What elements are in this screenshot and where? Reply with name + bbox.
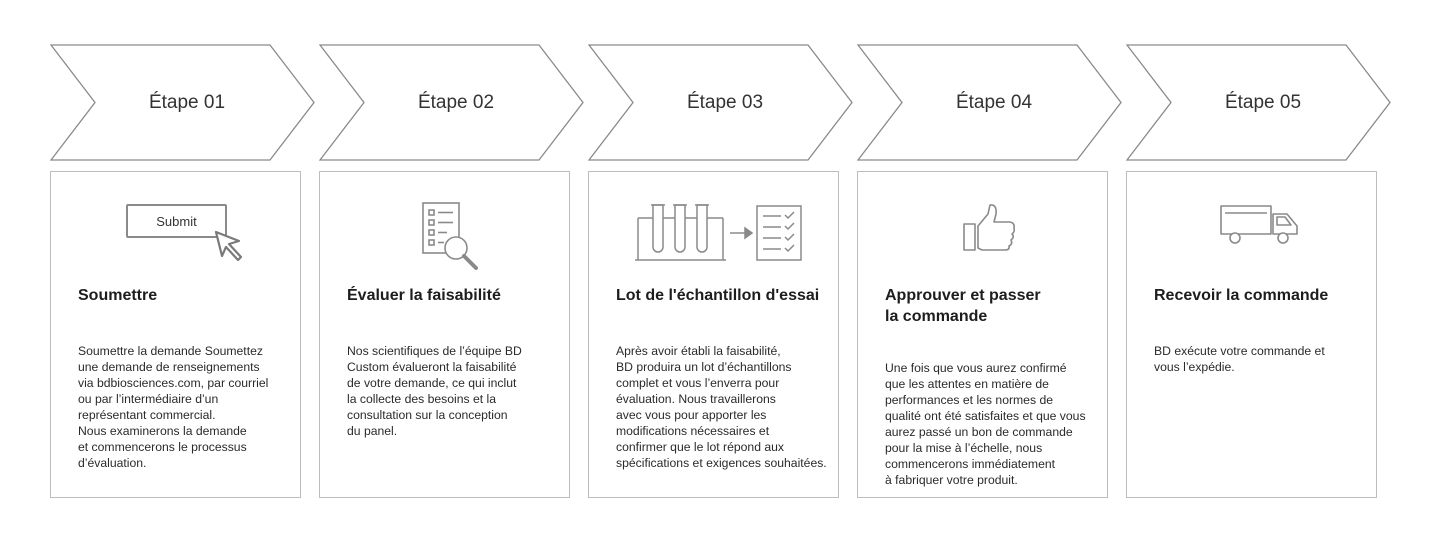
step-label: Étape 05 <box>1224 91 1302 113</box>
step-card-1: Submit Soumettre Soumettre la demande So… <box>50 171 301 498</box>
step-title: Évaluer la faisabilité <box>347 287 501 304</box>
step-label: Étape 04 <box>955 91 1033 113</box>
step-title: Soumettre <box>78 287 158 304</box>
submit-button-illustration: Submit <box>126 204 227 238</box>
step-description: Une fois que vous aurez confirmé que les… <box>885 361 1086 487</box>
step-description: BD exécute votre commande et vous l’expé… <box>1154 344 1325 374</box>
step-label: Étape 01 <box>148 91 226 113</box>
test-tubes-checklist-icon <box>589 172 838 272</box>
step-card-5: Recevoir la commande BD exécute votre co… <box>1126 171 1377 498</box>
step-chevron-2: Étape 02 <box>319 44 585 161</box>
step-label: Étape 03 <box>686 91 764 113</box>
step-description: Soumettre la demande Soumettez une deman… <box>78 344 269 470</box>
step-chevron-5: Étape 05 <box>1126 44 1392 161</box>
step-title: Lot de l'échantillon d'essai <box>616 287 820 304</box>
step-card-4: Approuver et passer la commande Une fois… <box>857 171 1108 498</box>
step-description: Après avoir établi la faisabilité, BD pr… <box>616 344 827 470</box>
step-title: Approuver et passer la commande <box>885 287 1041 325</box>
step-description: Nos scientifiques de l’équipe BD Custom … <box>347 344 522 438</box>
cursor-click-icon: Submit <box>51 172 300 272</box>
step-chevron-4: Étape 04 <box>857 44 1123 161</box>
checklist-magnifier-icon <box>320 172 569 272</box>
step-chevron-1: Étape 01 <box>50 44 316 161</box>
thumbs-up-icon <box>858 172 1107 272</box>
delivery-truck-icon <box>1127 172 1376 272</box>
step-card-3: Lot de l'échantillon d'essai Après avoir… <box>588 171 839 498</box>
step-title: Recevoir la commande <box>1154 287 1329 304</box>
step-chevron-3: Étape 03 <box>588 44 854 161</box>
step-label: Étape 02 <box>417 91 495 113</box>
step-card-2: Évaluer la faisabilité Nos scientifiques… <box>319 171 570 498</box>
